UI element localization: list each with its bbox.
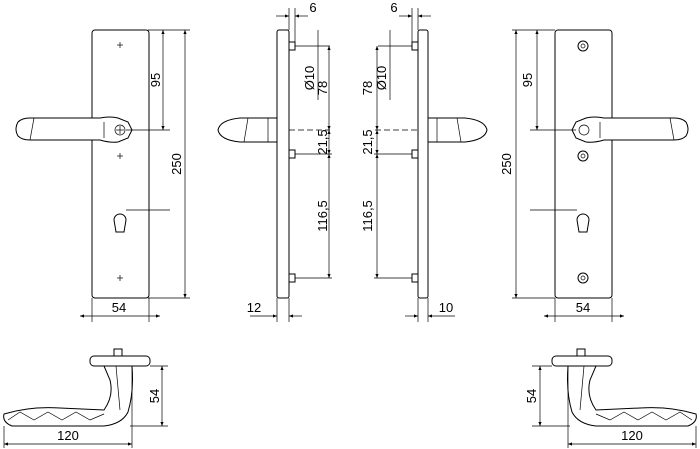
dim-middle-left: 21,5 (315, 129, 330, 154)
handle-profile-right (567, 365, 697, 427)
side-plate-right (417, 29, 429, 299)
dim-handle-length-right: 120 (621, 428, 643, 443)
dim-upper-right: 95 (520, 73, 535, 87)
lever-side-left (217, 117, 278, 143)
spindle-left (113, 348, 123, 357)
dim-upper-side-right: 78 (360, 81, 375, 95)
lever-side-right (427, 117, 488, 143)
pin-top-left (288, 41, 296, 51)
side-view-left: 6 Ø10 78 21,5 116,5 12 (217, 0, 332, 322)
dim-upper-side-left: 78 (315, 81, 330, 95)
escutcheon-plate-left (91, 29, 150, 299)
side-plate-left (276, 29, 290, 299)
keyhole-right (576, 213, 590, 233)
dim-lower-left: 116,5 (315, 200, 330, 232)
dim-width-left: 54 (112, 300, 126, 315)
dim-handle-height-left: 54 (147, 389, 162, 403)
dim-diameter-left: Ø10 (302, 66, 317, 91)
pin-bottom-left (288, 273, 296, 283)
dim-middle-right: 21,5 (360, 129, 375, 154)
screw-hole-top (577, 40, 589, 52)
front-view-right: 95 250 54 (499, 29, 689, 322)
handle-profile-left (3, 365, 133, 427)
dim-pin-right: 6 (390, 0, 397, 15)
side-view-right: 6 Ø10 78 21,5 116,5 10 (360, 0, 488, 322)
pin-top-right (411, 41, 419, 51)
rosette-right (551, 355, 613, 367)
handle-top-view-right: 54 120 (524, 348, 697, 448)
screw-hole-bottom (577, 272, 589, 284)
screw-hole-middle (577, 150, 589, 162)
front-view-left: 95 250 54 (15, 29, 190, 322)
screw-mark-top (117, 42, 123, 48)
escutcheon-plate-right (554, 29, 613, 299)
dim-upper-left: 95 (148, 73, 163, 87)
handle-top-view-left: 54 120 (3, 348, 168, 448)
rosette-left (89, 355, 151, 367)
lever-handle-right (571, 116, 689, 143)
dim-thickness-right: 10 (439, 300, 453, 315)
dim-handle-length-left: 120 (57, 428, 79, 443)
dim-handle-height-right: 54 (524, 389, 539, 403)
pin-mid-right (411, 149, 419, 159)
dim-diameter-right: Ø10 (374, 66, 389, 91)
dim-total-left: 250 (169, 153, 184, 175)
pin-mid-left (288, 149, 296, 159)
dim-thickness-left: 12 (247, 300, 261, 315)
dim-total-right: 250 (499, 153, 514, 175)
lever-handle-left (15, 116, 133, 143)
screw-mark-middle (117, 153, 123, 159)
dim-pin-left: 6 (309, 0, 316, 15)
keyhole-left (113, 213, 127, 233)
dim-lower-right: 116,5 (360, 200, 375, 232)
screw-mark-bottom (117, 275, 123, 281)
dim-width-right: 54 (576, 300, 590, 315)
pin-bottom-right (411, 273, 419, 283)
spindle-right (576, 348, 586, 357)
